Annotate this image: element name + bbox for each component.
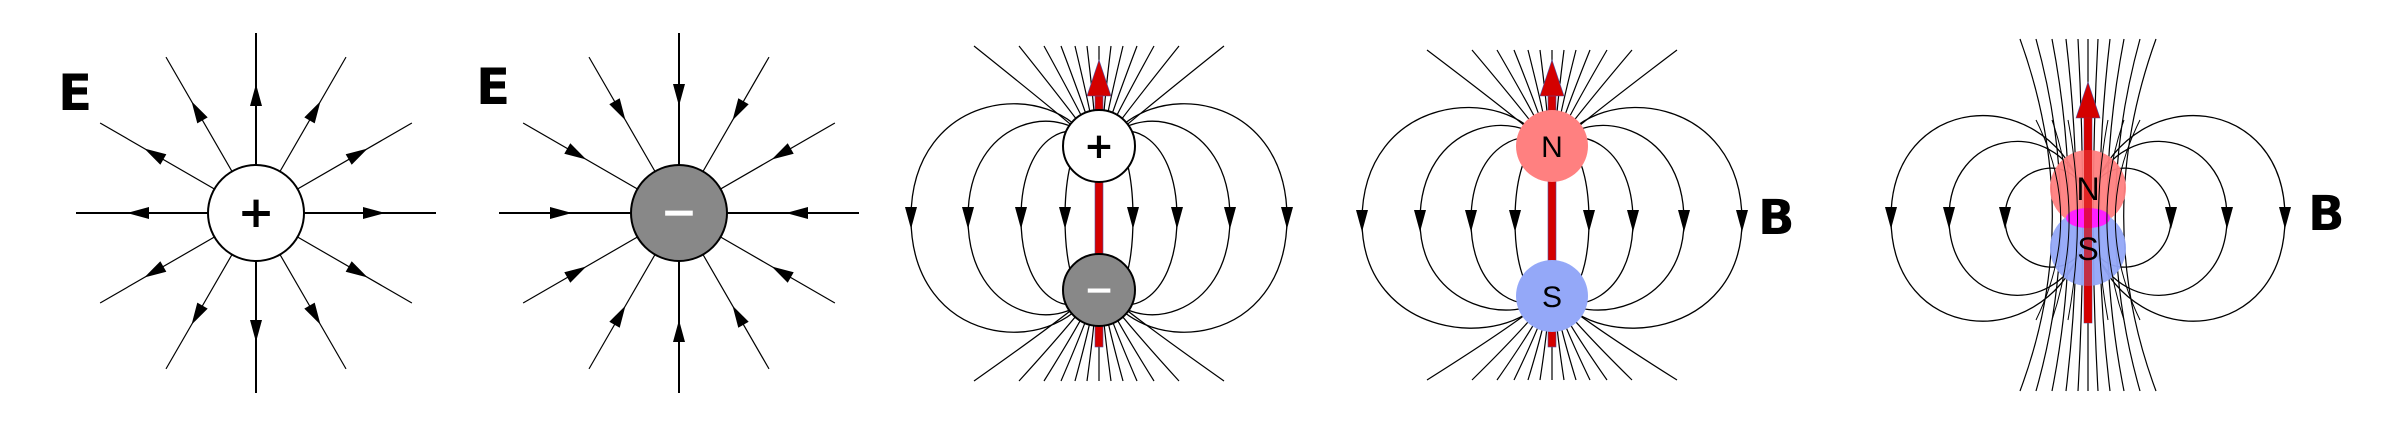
charge-symbol-minus: − (1084, 270, 1114, 311)
field-arrow-icon (127, 207, 149, 219)
field-arrow-icon (1509, 210, 1521, 232)
field-arrow-icon (2279, 207, 2291, 229)
field-label-b-1: B (1758, 190, 1795, 246)
field-arrow-icon (550, 207, 572, 219)
south-label: S (2077, 231, 2098, 267)
field-label-b-2: B (2308, 186, 2345, 242)
north-label: N (1541, 131, 1563, 164)
field-arrow-icon (1943, 207, 1955, 229)
field-line (2106, 119, 2125, 321)
field-arrow-icon (1414, 210, 1426, 232)
field-arrow-icon (191, 302, 208, 325)
north-label: N (2076, 171, 2099, 207)
positive-charge (1062, 109, 1136, 183)
field-arrow-icon (786, 207, 808, 219)
field-arrow-icon (771, 266, 794, 283)
field-line (2035, 38, 2062, 392)
field-arrow-icon (962, 207, 974, 229)
magnetic-dipole-panel: NS (1356, 49, 1748, 381)
field-label-e-2: E (476, 58, 510, 116)
field-arrow-icon (1583, 210, 1595, 232)
field-arrow-icon (304, 101, 321, 124)
field-arrow-icon (1127, 207, 1139, 229)
field-arrow-icon (1015, 207, 1027, 229)
moment-arrow-head-icon (1539, 59, 1565, 97)
field-arrow-icon (345, 261, 368, 278)
field-line (2067, 119, 2078, 321)
field-arrow-icon (1627, 210, 1639, 232)
field-arrow-icon (1999, 207, 2011, 229)
field-line (2114, 119, 2141, 321)
field-arrow-icon (564, 143, 587, 160)
moment-arrow-head-icon (1086, 59, 1112, 97)
field-arrow-icon (144, 261, 167, 278)
field-arrow-icon (363, 207, 385, 219)
field-arrow-icon (732, 98, 749, 121)
positive-charge-panel: + (76, 33, 436, 393)
field-line (2019, 38, 2053, 392)
field-arrow-icon (144, 148, 167, 165)
field-arrow-icon (771, 143, 794, 160)
field-line (2098, 119, 2109, 321)
field-arrow-icon (1885, 207, 1897, 229)
field-arrow-icon (609, 305, 626, 328)
field-line (2123, 38, 2157, 392)
field-arrow-icon (732, 305, 749, 328)
charge (630, 164, 728, 262)
charge-symbol-plus: + (1084, 126, 1114, 167)
field-arrow-icon (250, 320, 262, 342)
field-arrow-icon (1356, 210, 1368, 232)
north-pole (1516, 110, 1588, 182)
field-arrow-icon (191, 101, 208, 124)
electric-dipole-panel: +− (905, 45, 1293, 382)
field-arrow-icon (905, 207, 917, 229)
field-arrow-icon (673, 320, 685, 342)
field-line (2114, 38, 2141, 392)
field-arrow-icon (1171, 207, 1183, 229)
field-arrow-icon (1736, 210, 1748, 232)
charge-symbol: + (238, 187, 275, 238)
field-label-e-1: E (58, 64, 92, 122)
field-arrow-icon (250, 84, 262, 106)
negative-charge-panel: − (499, 33, 859, 393)
negative-charge (1062, 253, 1136, 327)
field-line (2035, 119, 2062, 321)
field-arrow-icon (2221, 207, 2233, 229)
field-arrow-icon (1678, 210, 1690, 232)
field-arrow-icon (304, 302, 321, 325)
overlapping-dipole-panel: NS (1885, 38, 2291, 392)
field-arrow-icon (673, 84, 685, 106)
field-line (2051, 119, 2070, 321)
south-pole (1516, 260, 1588, 332)
charge (207, 164, 305, 262)
field-arrow-icon (345, 148, 368, 165)
field-arrow-icon (2165, 207, 2177, 229)
field-arrow-icon (1281, 207, 1293, 229)
field-arrow-icon (564, 266, 587, 283)
charge-symbol: − (661, 187, 698, 238)
field-line (2093, 114, 2286, 322)
moment-arrow-shaft (2084, 110, 2092, 323)
field-line (1890, 114, 2083, 322)
south-label: S (1542, 281, 1562, 314)
field-arrow-icon (1059, 207, 1071, 229)
field-arrow-icon (1465, 210, 1477, 232)
field-arrow-icon (609, 98, 626, 121)
field-arrow-icon (1224, 207, 1236, 229)
